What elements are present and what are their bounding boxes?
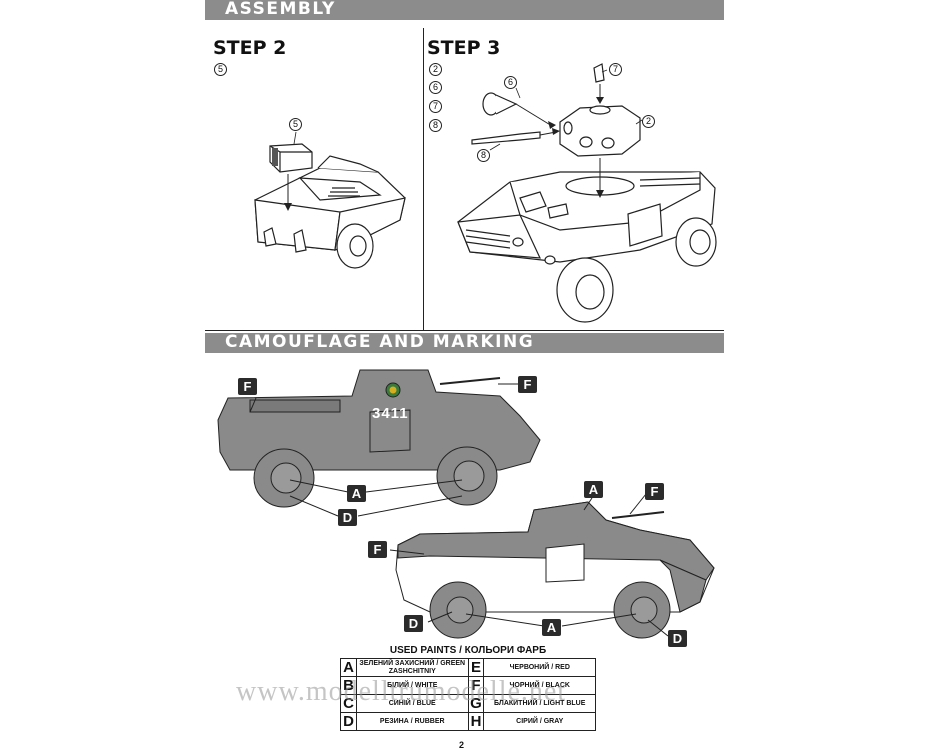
tq-tag-a-top: A <box>584 481 603 498</box>
assembly-title: ASSEMBLY <box>225 0 336 19</box>
step3-callout-7: 7 <box>609 63 622 76</box>
step3-title: STEP 3 <box>427 37 501 59</box>
side-view-vehicle <box>217 369 541 508</box>
paint-letter: A <box>340 658 357 677</box>
assembly-header-bar: ASSEMBLY <box>205 0 724 20</box>
camouflage-title: CAMOUFLAGE AND MARKING <box>225 332 535 352</box>
step3-part-6: 6 <box>429 81 442 94</box>
table-row: C СИНІЙ / BLUE G БЛАКИТНИЙ / LIGHT BLUE <box>340 694 596 713</box>
paint-name: РЕЗИНА / RUBBER <box>355 712 469 731</box>
step2-callout-5: 5 <box>289 118 302 131</box>
step3-vehicle-drawing <box>457 63 717 323</box>
step3-part-2: 2 <box>429 63 442 76</box>
step3-callout-6: 6 <box>504 76 517 89</box>
table-row: B БІЛИЙ / WHITE F ЧОРНИЙ / BLACK <box>340 676 596 695</box>
part5-drawing <box>269 143 313 173</box>
step2-arrowhead <box>284 203 292 211</box>
camouflage-header-bar: CAMOUFLAGE AND MARKING <box>205 332 724 353</box>
page-number: 2 <box>459 740 465 750</box>
tq-tag-a-bottom: A <box>542 619 561 636</box>
tq-tag-f-left: F <box>368 541 387 558</box>
watermark: www.modelltrumodelle.net <box>236 676 567 707</box>
tq-tag-f-right: F <box>645 483 664 500</box>
tq-tag-d-left: D <box>404 615 423 632</box>
tq-tag-d-right: D <box>668 630 687 647</box>
step2-vehicle-rear-drawing <box>254 155 406 269</box>
step3-callout-2: 2 <box>642 115 655 128</box>
tactical-number: 3411 <box>372 405 409 422</box>
paint-letter: E <box>467 658 485 677</box>
paint-letter: B <box>340 676 357 695</box>
paint-name: БЛАКИТНИЙ / LIGHT BLUE <box>483 694 596 713</box>
paints-title: USED PAINTS / КОЛЬОРИ ФАРБ <box>389 645 547 656</box>
step3-callout-8: 8 <box>477 149 490 162</box>
paint-letter: D <box>340 712 357 731</box>
three-quarter-view-vehicle <box>395 501 715 639</box>
step2-title: STEP 2 <box>213 37 287 59</box>
paint-name: ЗЕЛЕНИЙ ЗАХИСНИЙ / GREEN ZASHCHITNIY <box>355 658 469 677</box>
side-tag-f-right: F <box>518 376 537 393</box>
table-row: D РЕЗИНА / RUBBER H СІРИЙ / GRAY <box>340 712 596 731</box>
step3-part-7: 7 <box>429 100 442 113</box>
side-tag-f-left: F <box>238 378 257 395</box>
section-divider <box>205 330 724 331</box>
paint-letter: H <box>467 712 485 731</box>
paint-name: СІРИЙ / GRAY <box>483 712 596 731</box>
step2-part-number: 5 <box>214 63 227 76</box>
side-tag-d: D <box>338 509 357 526</box>
side-tag-a: A <box>347 485 366 502</box>
step3-part-8: 8 <box>429 119 442 132</box>
table-row: A ЗЕЛЕНИЙ ЗАХИСНИЙ / GREEN ZASHCHITNIY E… <box>340 658 596 677</box>
paints-table: A ЗЕЛЕНИЙ ЗАХИСНИЙ / GREEN ZASHCHITNIY E… <box>340 658 596 731</box>
step-divider <box>423 28 424 330</box>
paint-name: ЧЕРВОНИЙ / RED <box>483 658 596 677</box>
